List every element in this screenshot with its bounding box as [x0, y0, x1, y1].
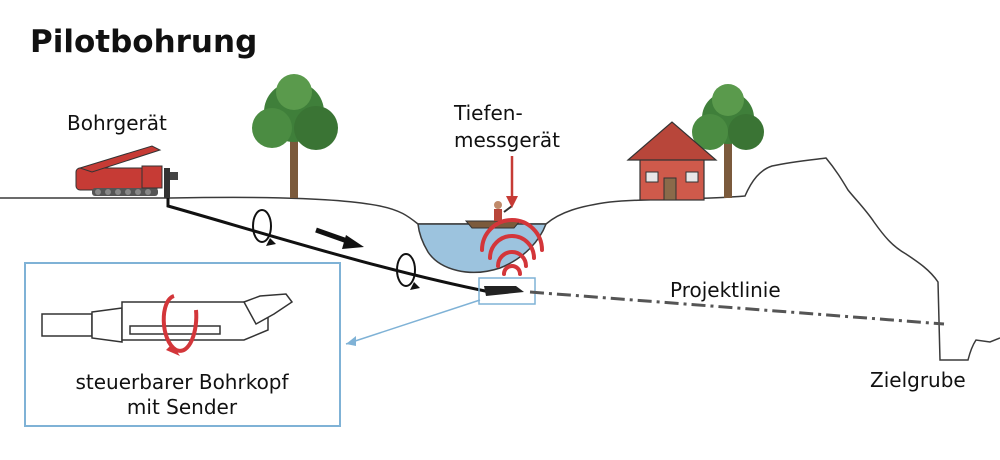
drill-head-small — [484, 286, 524, 296]
inset-caption: steuerbarer Bohrkopf mit Sender — [53, 0, 311, 460]
rotation-arrow-icon-inset — [161, 294, 199, 356]
direction-arrow-icon — [315, 227, 364, 249]
signal-waves-icon — [480, 218, 544, 276]
drill-head-label-line1: steuerbarer Bohrkopf — [75, 370, 289, 394]
inset-connector — [345, 299, 481, 345]
tree-icon-2 — [692, 84, 764, 198]
depth-meter-label-line1: Tiefen- — [454, 101, 523, 125]
drill-rig-label: Bohrgerät — [67, 111, 167, 135]
target-pit-label: Zielgrube — [870, 368, 966, 392]
page-title: Pilotbohrung — [30, 24, 258, 60]
drill-path — [166, 192, 491, 294]
rotation-arrow-icon-2 — [396, 253, 420, 290]
drill-head-inset — [24, 262, 341, 427]
drill-head-label-line2: mit Sender — [126, 395, 238, 419]
depth-meter-label-line2: messgerät — [454, 128, 560, 152]
project-line-label: Projektlinie — [670, 278, 781, 302]
tree-icon — [252, 74, 338, 198]
house-icon — [626, 121, 718, 201]
ground-profile — [0, 157, 1000, 361]
rotation-arrow-icon — [252, 209, 276, 246]
drill-rig-icon — [75, 145, 178, 198]
